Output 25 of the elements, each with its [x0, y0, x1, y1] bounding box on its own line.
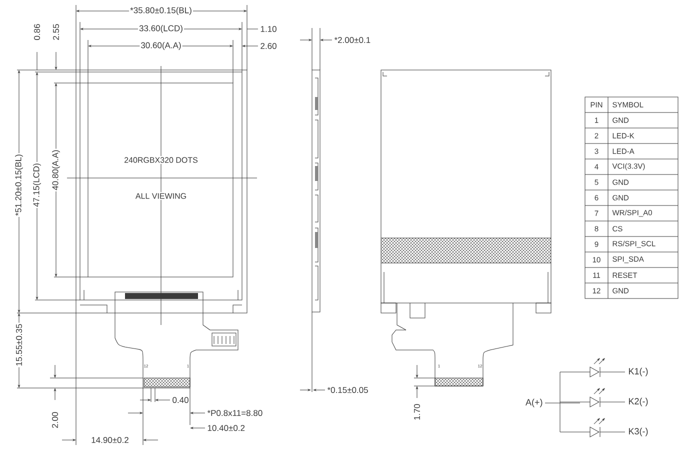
circuit-label: A(+) — [526, 398, 542, 408]
circuit-label: K1(-) — [629, 368, 648, 376]
dimension-label: 0.86 — [34, 24, 40, 40]
dimension-label: 33.60(LCD) — [138, 24, 184, 34]
circuit-label: K3(-) — [629, 428, 648, 436]
dimension-label: 2.55 — [53, 24, 59, 40]
dimension-label: 2.00 — [52, 412, 58, 428]
dimension-label: 0.40 — [172, 397, 188, 403]
dimension-label: *51.20±0.15(BL) — [14, 153, 24, 217]
dimension-label: 47.15(LCD) — [32, 162, 42, 208]
dimension-label: 15.55±0.35 — [15, 322, 23, 368]
dimension-label: *P0.8x11=8.80 — [207, 410, 262, 416]
screen-label: ALL VIEWING — [134, 192, 188, 200]
dimension-label: 2.60 — [260, 43, 276, 49]
dimension-label: 1.10 — [260, 26, 276, 32]
dimension-label: 30.60(A.A) — [140, 41, 182, 51]
dimension-label: *35.80±0.15(BL) — [129, 6, 193, 16]
dimension-label: 10.40±0.2 — [208, 425, 245, 431]
dimension-label: 40.80(A.A) — [51, 148, 61, 192]
dimension-label: 1.70 — [414, 404, 420, 420]
circuit-label: K2(-) — [629, 398, 648, 406]
dimension-label: 14.90±0.2 — [92, 437, 128, 443]
dimension-label: *2.00±0.1 — [334, 37, 370, 43]
dimension-label: *0.15±0.05 — [327, 387, 368, 393]
screen-label: 240RGBX320 DOTS — [123, 156, 199, 164]
